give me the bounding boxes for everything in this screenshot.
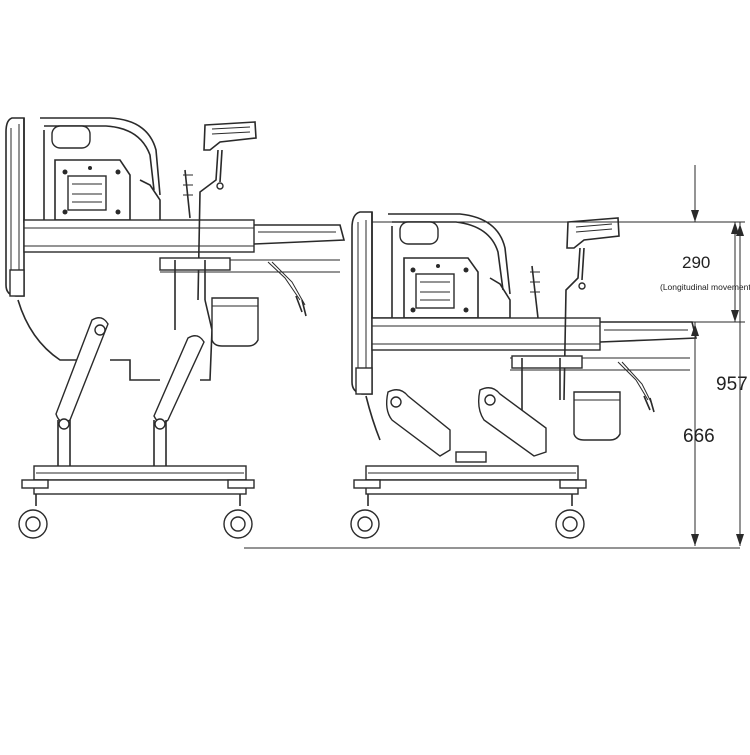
dimension-290: 290 (Longitudinal movement) <box>660 165 750 322</box>
dim-290-note: (Longitudinal movement) <box>660 282 750 292</box>
backrest-left <box>23 117 161 223</box>
dim-957-label: 957 <box>716 374 748 395</box>
bed-right <box>350 211 698 539</box>
dim-290-label: 290 <box>682 253 710 272</box>
caster-right-front <box>350 494 380 539</box>
head-rail-right <box>351 211 373 395</box>
caster-right-rear <box>555 494 585 539</box>
lift-column-left <box>55 317 205 470</box>
leg-support-right <box>530 217 620 401</box>
bed-left <box>5 117 346 539</box>
base-frame-left <box>21 465 255 495</box>
dimension-666: 666 <box>683 222 744 546</box>
base-cover-left <box>17 257 340 381</box>
deck-right <box>371 317 698 351</box>
head-rail-left <box>5 117 25 297</box>
backrest-right <box>371 212 511 319</box>
lift-column-right <box>385 387 547 463</box>
dimension-lines: 290 (Longitudinal movement) 957 666 <box>244 165 750 549</box>
dim-666-label: 666 <box>683 426 715 447</box>
deck-left <box>23 219 346 253</box>
caster-left-rear <box>223 494 253 539</box>
caster-left-front <box>18 494 48 539</box>
leg-support-left <box>183 121 257 301</box>
base-frame-right <box>353 465 587 495</box>
